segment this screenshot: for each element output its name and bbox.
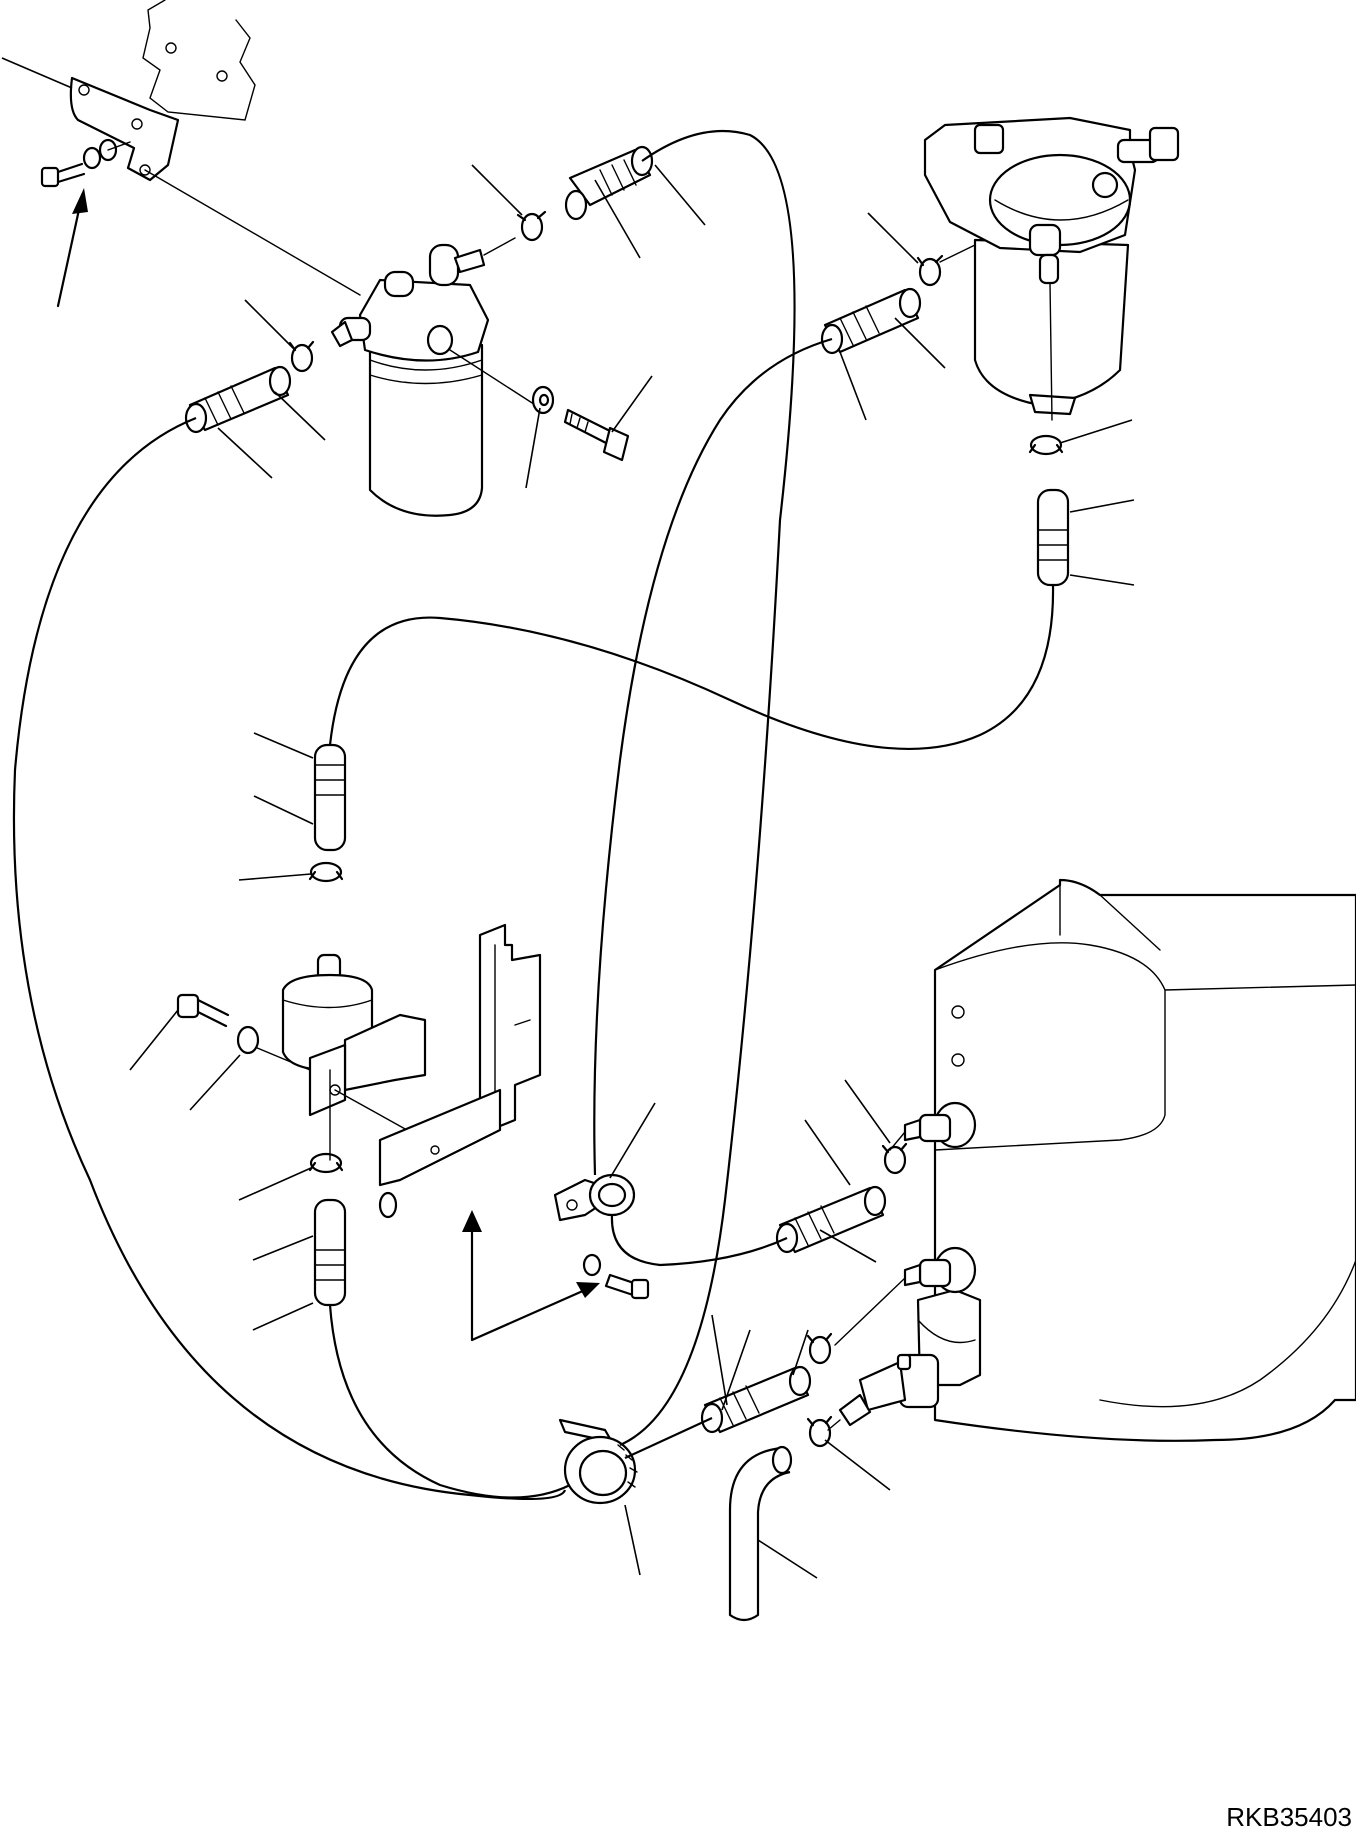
hose-tank-return [610, 1214, 788, 1267]
clamp-3 [916, 254, 944, 287]
clamp-9 [806, 1415, 833, 1448]
clamp-8 [806, 1332, 833, 1365]
mounting-bar [378, 923, 542, 1219]
fuel-filter-right [923, 116, 1180, 421]
leader-lines [1, 57, 1135, 1579]
bolt-top-left [40, 138, 131, 188]
arrow-bracket [56, 188, 88, 308]
fuel-prefilter [330, 237, 541, 517]
hose-end-6 [313, 1198, 347, 1307]
hose-end-4 [1036, 488, 1070, 587]
drain-valve [827, 1353, 940, 1431]
hose-clip [553, 1173, 636, 1222]
bolt-clip [582, 1253, 650, 1300]
hose-end-1 [564, 145, 654, 221]
hose-end-3 [820, 287, 922, 355]
clamp-4 [1028, 434, 1064, 456]
clamp-1 [516, 210, 547, 242]
inline-strainer [249, 953, 427, 1161]
tank-nipple-upper [889, 1101, 977, 1151]
hose-end-2 [184, 365, 292, 434]
mounting-bracket [69, 76, 361, 296]
fuel-tank [916, 878, 1356, 1442]
tank-nipple-lower [834, 1246, 977, 1346]
hose-prefilter-outlet [619, 129, 796, 1447]
clamp-5 [308, 861, 344, 883]
bolt-prefilter [563, 408, 630, 462]
clamp-7 [881, 1142, 908, 1175]
hose-end-5 [313, 743, 347, 852]
drawing-code: RKB35403 [1226, 1802, 1352, 1832]
hose-filter-outlet [328, 584, 1055, 751]
band-clamp [558, 1418, 638, 1505]
bolt-strainer [176, 993, 260, 1055]
drain-hose [728, 1445, 793, 1622]
hose-prefilter-to-band [12, 416, 567, 1501]
mounting-plate [142, 0, 256, 121]
arrow-bar [462, 1210, 600, 1342]
clamp-2 [288, 340, 315, 373]
hose-strainer-out [328, 1304, 571, 1499]
clamp-6 [308, 1152, 344, 1174]
washer-prefilter [531, 385, 555, 415]
hose-end-8 [700, 1365, 812, 1434]
hose-filter-inlet [593, 337, 833, 1176]
hose-band-to-tank [624, 1417, 713, 1459]
hose-end-7 [775, 1185, 887, 1254]
